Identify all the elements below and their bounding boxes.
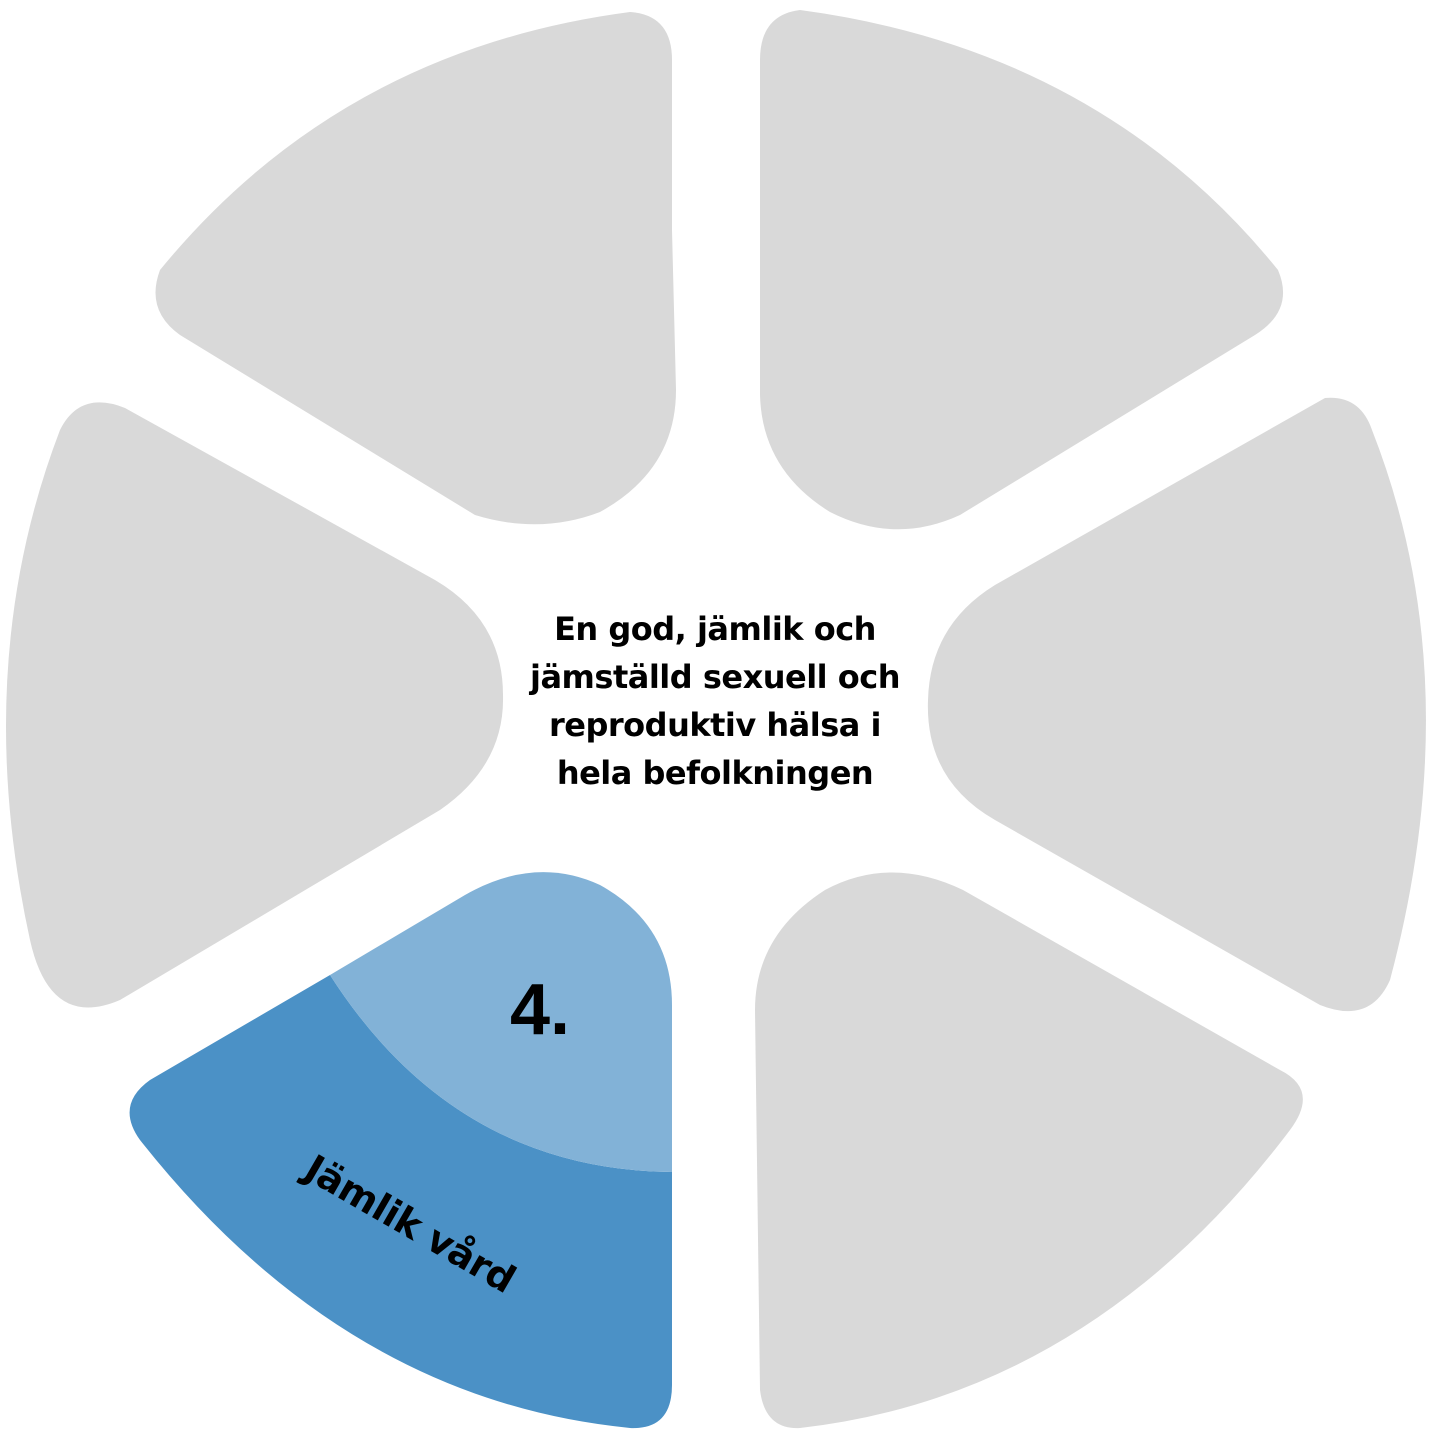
center-line-2: jämställd sexuell och: [529, 658, 901, 696]
segment-top-right[interactable]: [760, 10, 1284, 530]
center-line-4: hela befolkningen: [556, 754, 874, 792]
center-line-1: En god, jämlik och: [554, 610, 876, 648]
segment-left[interactable]: [5, 402, 504, 1008]
segment-active-outer[interactable]: [129, 975, 673, 1429]
segment-number: 4.: [509, 970, 571, 1050]
segment-top-left[interactable]: [155, 12, 677, 525]
segment-right[interactable]: [927, 397, 1426, 1012]
segment-bottom-right[interactable]: [755, 872, 1303, 1429]
segment-active-inner[interactable]: [330, 872, 672, 1172]
center-statement: En god, jämlik och jämställd sexuell och…: [520, 605, 910, 797]
center-line-3: reproduktiv hälsa i: [549, 706, 881, 744]
